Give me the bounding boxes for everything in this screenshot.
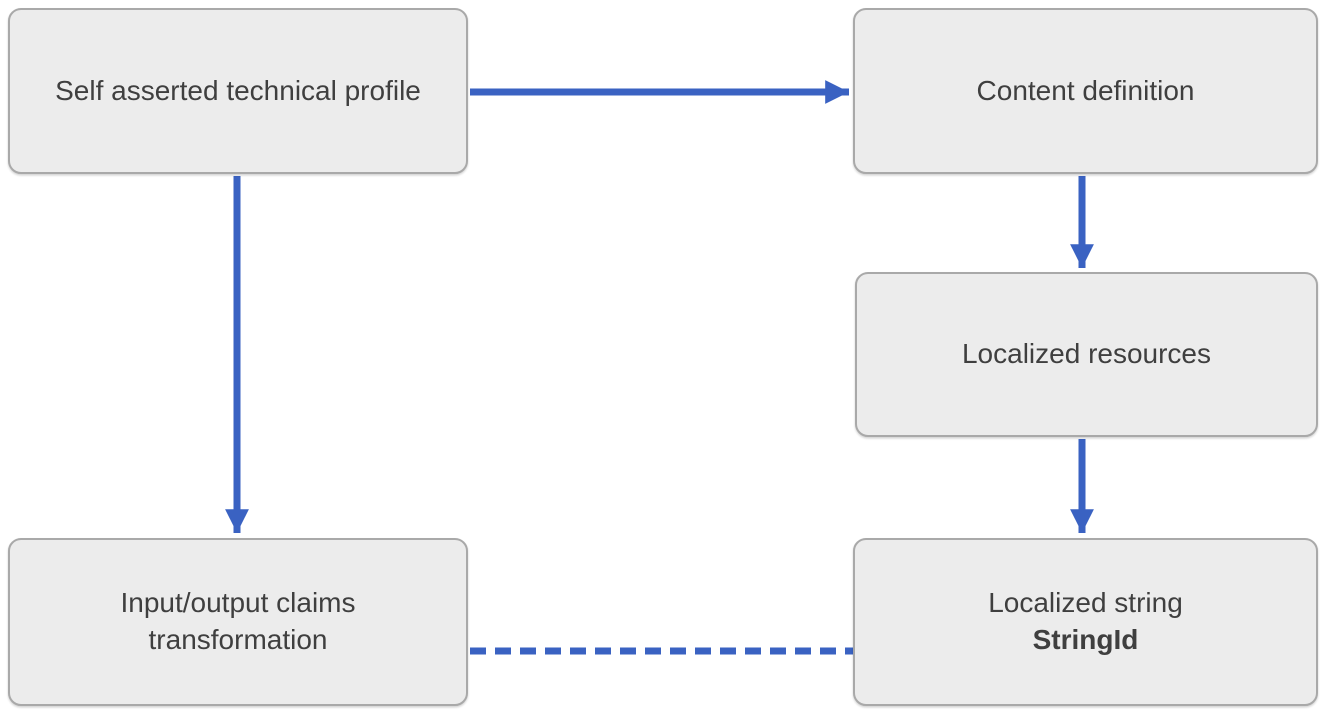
node-label: Content definition: [976, 74, 1195, 106]
node-localized-resources: Localized resources: [855, 272, 1318, 437]
node-content-definition: Content definition: [853, 8, 1318, 174]
node-self-asserted-technical-profile: Self asserted technical profile: [8, 8, 468, 174]
node-label-stringid: StringId: [1032, 624, 1139, 655]
node-label: Self asserted technical profile: [55, 74, 421, 106]
node-input-output-claims-transformation: Input/output claims transformation: [8, 538, 468, 706]
node-label: Input/output claims transformation: [120, 587, 356, 655]
node-label: Localized resources: [961, 338, 1212, 370]
node-localized-string: Localized string StringId: [853, 538, 1318, 706]
node-label-line1: Localized string: [988, 587, 1183, 619]
